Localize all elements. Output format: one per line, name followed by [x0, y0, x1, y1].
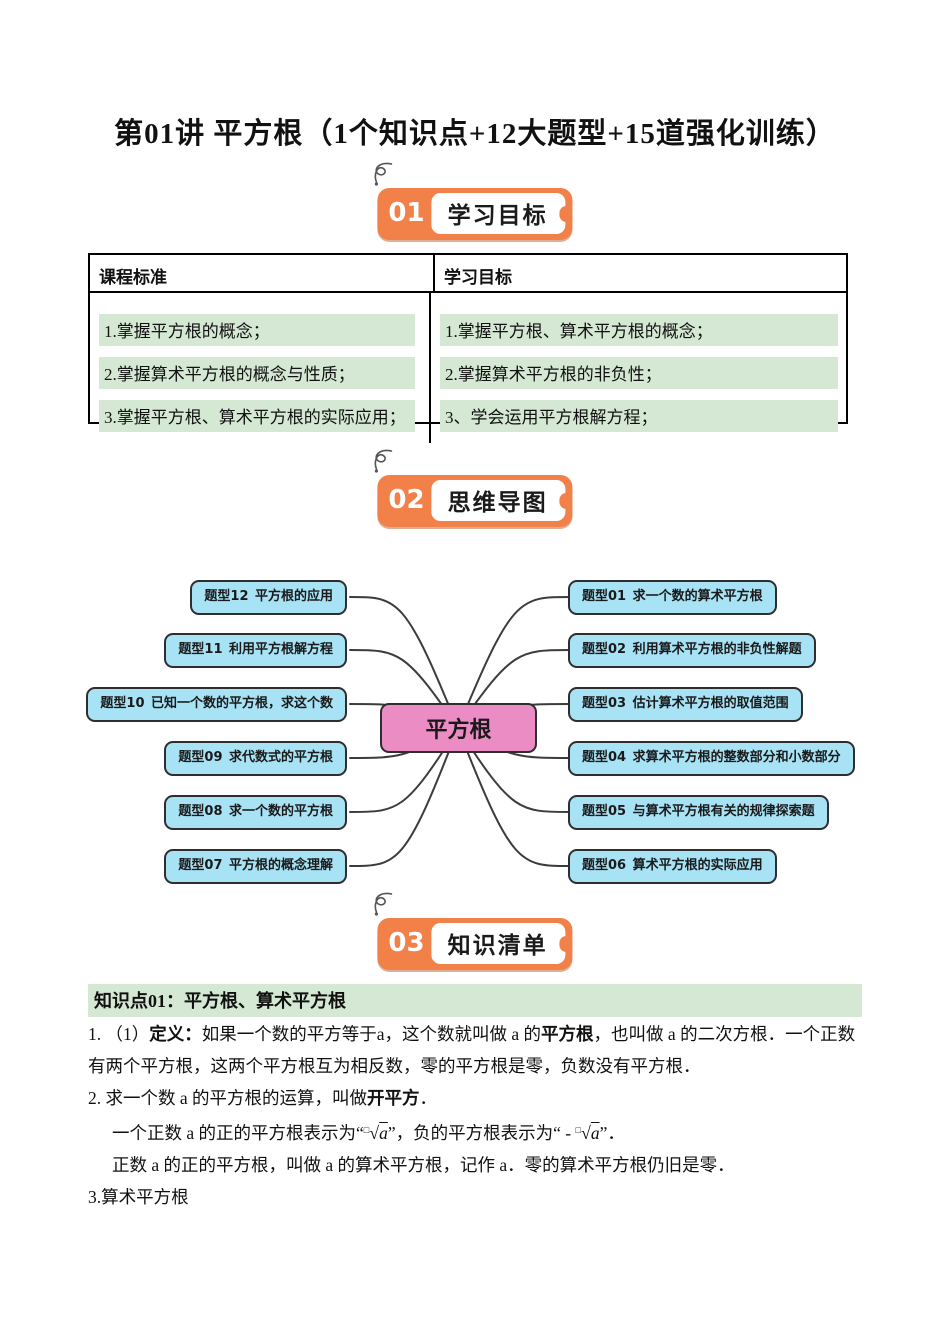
radical-sign: √	[369, 1123, 380, 1143]
goals-table: 课程标准 学习目标 1.掌握平方根的概念； 2.掌握算术平方根的概念与性质； 3…	[88, 253, 848, 443]
mindmap-node-type08: 题型08 求一个数的平方根	[164, 795, 347, 831]
course-standard-item: 2.掌握算术平方根的概念与性质；	[99, 357, 415, 389]
sqrt-expression: □√a	[576, 1123, 600, 1143]
mindmap-node-type07: 题型07 平方根的概念理解	[164, 849, 347, 885]
text-run: 2. 求一个数 a 的平方根的运算，叫做	[88, 1088, 368, 1108]
squiggle-icon	[374, 892, 393, 916]
mindmap-node-type02: 题型02 利用算术平方根的非负性解题	[568, 633, 816, 669]
mindmap-node-type11: 题型11 利用平方根解方程	[164, 633, 347, 669]
section-label: 思维导图	[431, 480, 566, 521]
root-index-box: □	[575, 1125, 581, 1135]
mindmap-center-node: 平方根	[380, 703, 537, 753]
text-run: ”，负的平方根表示为“ -	[387, 1123, 576, 1143]
section-label: 学习目标	[431, 193, 566, 234]
squiggle-icon	[374, 162, 393, 186]
radicand: a	[590, 1123, 600, 1143]
mindmap-node-type10: 题型10 已知一个数的平方根，求这个数	[86, 687, 347, 723]
table-header-course-standard: 课程标准	[90, 255, 435, 291]
learning-goal-cell: 1.掌握平方根、算术平方根的概念； 2.掌握算术平方根的非负性； 3、学会运用平…	[431, 293, 846, 443]
bold-term: 定义：	[149, 1024, 202, 1044]
knowledge-paragraph-1: 1. （1）定义：如果一个数的平方等于a，这个数就叫做 a 的平方根，也叫做 a…	[88, 1018, 866, 1082]
text-run: 如果一个数的平方等于a，这个数就叫做 a 的	[201, 1024, 542, 1044]
table-header-learning-goal: 学习目标	[444, 268, 512, 288]
sqrt-expression: □√a	[364, 1123, 388, 1143]
course-standard-item: 3.掌握平方根、算术平方根的实际应用；	[99, 400, 415, 432]
squiggle-icon	[374, 449, 393, 473]
text-run: ”．	[599, 1123, 625, 1143]
text-run: 一个正数 a 的正的平方根表示为“	[112, 1123, 364, 1143]
section-number: 02	[388, 484, 425, 515]
knowledge-paragraph-4: 正数 a 的正的平方根，叫做 a 的算术平方根，记作 a．零的算术平方根仍旧是零…	[112, 1155, 735, 1175]
course-standard-cell: 1.掌握平方根的概念； 2.掌握算术平方根的概念与性质； 3.掌握平方根、算术平…	[90, 293, 431, 443]
section-2-badge: 02 思维导图	[374, 449, 573, 527]
bold-term: 平方根	[541, 1024, 594, 1044]
section-label: 知识清单	[431, 923, 566, 964]
mind-map: 平方根 题型12 平方根的应用 题型11 利用平方根解方程 题型10 已知一个数…	[0, 560, 950, 900]
table-body-row: 1.掌握平方根的概念； 2.掌握算术平方根的概念与性质； 3.掌握平方根、算术平…	[90, 293, 846, 443]
mindmap-node-type04: 题型04 求算术平方根的整数部分和小数部分	[568, 741, 855, 777]
mindmap-node-type05: 题型05 与算术平方根有关的规律探索题	[568, 795, 829, 831]
knowledge-paragraph-5: 3.算术平方根	[88, 1187, 189, 1207]
table-header-row: 课程标准 学习目标	[90, 255, 846, 293]
section-3-badge: 03 知识清单	[374, 892, 573, 970]
text-run: 1. （1）	[88, 1024, 150, 1044]
knowledge-paragraph-2: 2. 求一个数 a 的平方根的运算，叫做开平方．	[88, 1082, 866, 1114]
mindmap-node-type06: 题型06 算术平方根的实际应用	[568, 849, 777, 885]
page-title: 第01讲 平方根（1个知识点+12大题型+15道强化训练）	[114, 118, 836, 150]
mindmap-node-type01: 题型01 求一个数的算术平方根	[568, 580, 777, 616]
text-run: ，也叫做 a 的二次方根．一个正数有两个平方根，这两个平方根互为相反数，零的平方…	[88, 1024, 856, 1076]
radicand: a	[379, 1123, 388, 1143]
knowledge-point-header: 知识点01：平方根、算术平方根	[88, 984, 862, 1017]
learning-goal-item: 2.掌握算术平方根的非负性；	[440, 357, 838, 389]
course-standard-item: 1.掌握平方根的概念；	[99, 314, 415, 346]
knowledge-body: 1. （1）定义：如果一个数的平方等于a，这个数就叫做 a 的平方根，也叫做 a…	[88, 1018, 866, 1213]
text-run: ．	[419, 1088, 438, 1108]
learning-goal-item: 3、学会运用平方根解方程；	[440, 400, 838, 432]
bold-term: 开平方	[367, 1088, 420, 1108]
mindmap-node-type12: 题型12 平方根的应用	[190, 580, 347, 616]
knowledge-paragraph-3: 一个正数 a 的正的平方根表示为“□√a”，负的平方根表示为“ - □√a”．	[88, 1114, 866, 1149]
mindmap-node-type03: 题型03 估计算术平方根的取值范围	[568, 687, 803, 723]
root-index-box: □	[363, 1125, 370, 1135]
section-1-badge: 01 学习目标	[374, 162, 573, 240]
mindmap-node-type09: 题型09 求代数式的平方根	[164, 741, 347, 777]
radical-sign: √	[580, 1123, 591, 1143]
learning-goal-item: 1.掌握平方根、算术平方根的概念；	[440, 314, 838, 346]
section-number: 01	[388, 197, 425, 228]
section-number: 03	[388, 927, 425, 958]
